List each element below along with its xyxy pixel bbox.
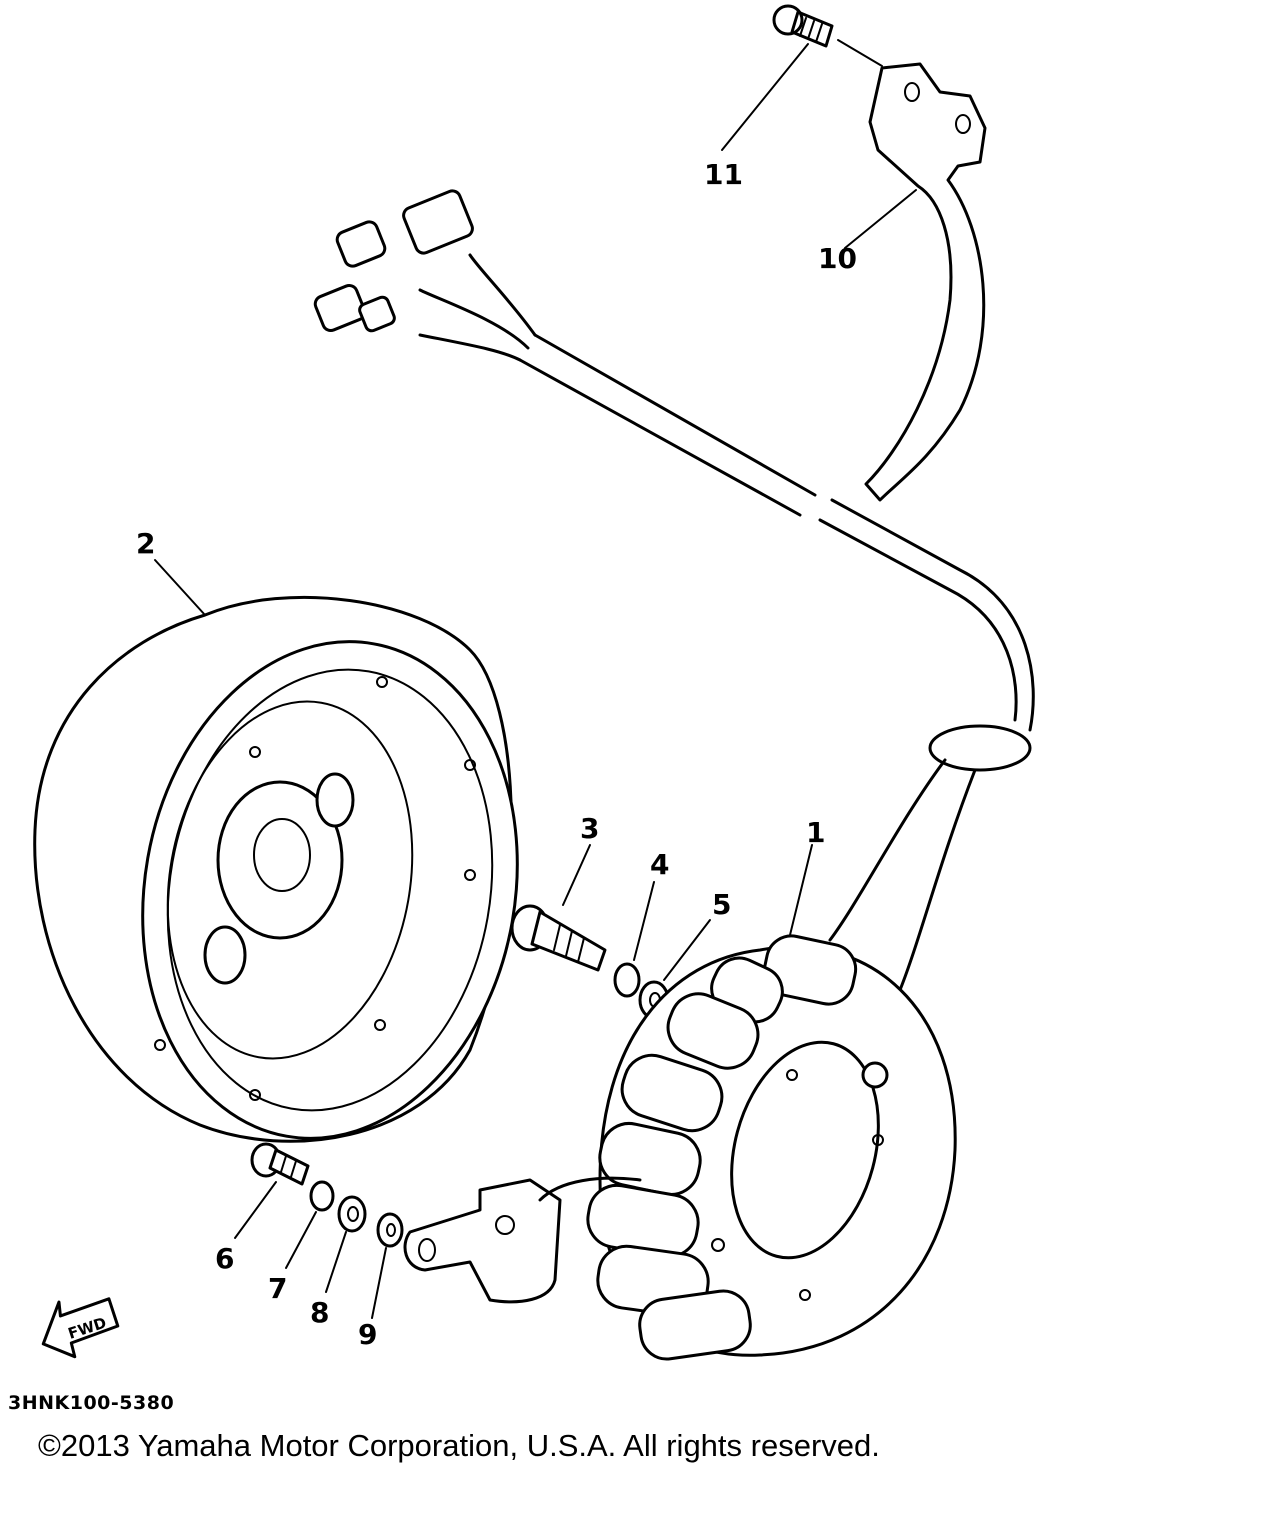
part-6-screw: [234, 1142, 310, 1239]
part-label-8: 8: [310, 1296, 329, 1329]
part-label-4: 4: [650, 848, 669, 881]
exploded-parts-diagram: FWD 1 2 3 4 5 6 7 8 9 10 11: [33, 4, 1035, 1361]
part-1-stator: [586, 844, 957, 1361]
part-8-washer: [325, 1195, 367, 1293]
part-7-lock-washer: [285, 1180, 335, 1269]
part-10-bracket: [844, 62, 987, 502]
part-label-10: 10: [818, 242, 857, 275]
drawing-code: 3HNK100-5380: [8, 1392, 175, 1414]
part-4-lock-washer: [613, 881, 655, 998]
part-label-11: 11: [704, 158, 743, 191]
part-label-5: 5: [712, 888, 731, 921]
part-2-flywheel-rotor: [33, 559, 519, 1143]
part-label-7: 7: [268, 1272, 287, 1305]
part-label-9: 9: [358, 1318, 377, 1351]
part-9-washer: [371, 1212, 404, 1319]
part-label-2: 2: [136, 527, 155, 560]
pickup-coil: [403, 1176, 642, 1304]
part-1-wire-harness: [313, 189, 1035, 992]
part-11-screw: [721, 4, 883, 151]
part-3-bolt: [510, 844, 607, 972]
part-label-1: 1: [806, 816, 825, 849]
part-label-6: 6: [215, 1242, 234, 1275]
forward-direction-arrow: FWD: [41, 1297, 120, 1359]
part-label-3: 3: [580, 812, 599, 845]
copyright-notice: ©2013 Yamaha Motor Corporation, U.S.A. A…: [38, 1428, 880, 1463]
